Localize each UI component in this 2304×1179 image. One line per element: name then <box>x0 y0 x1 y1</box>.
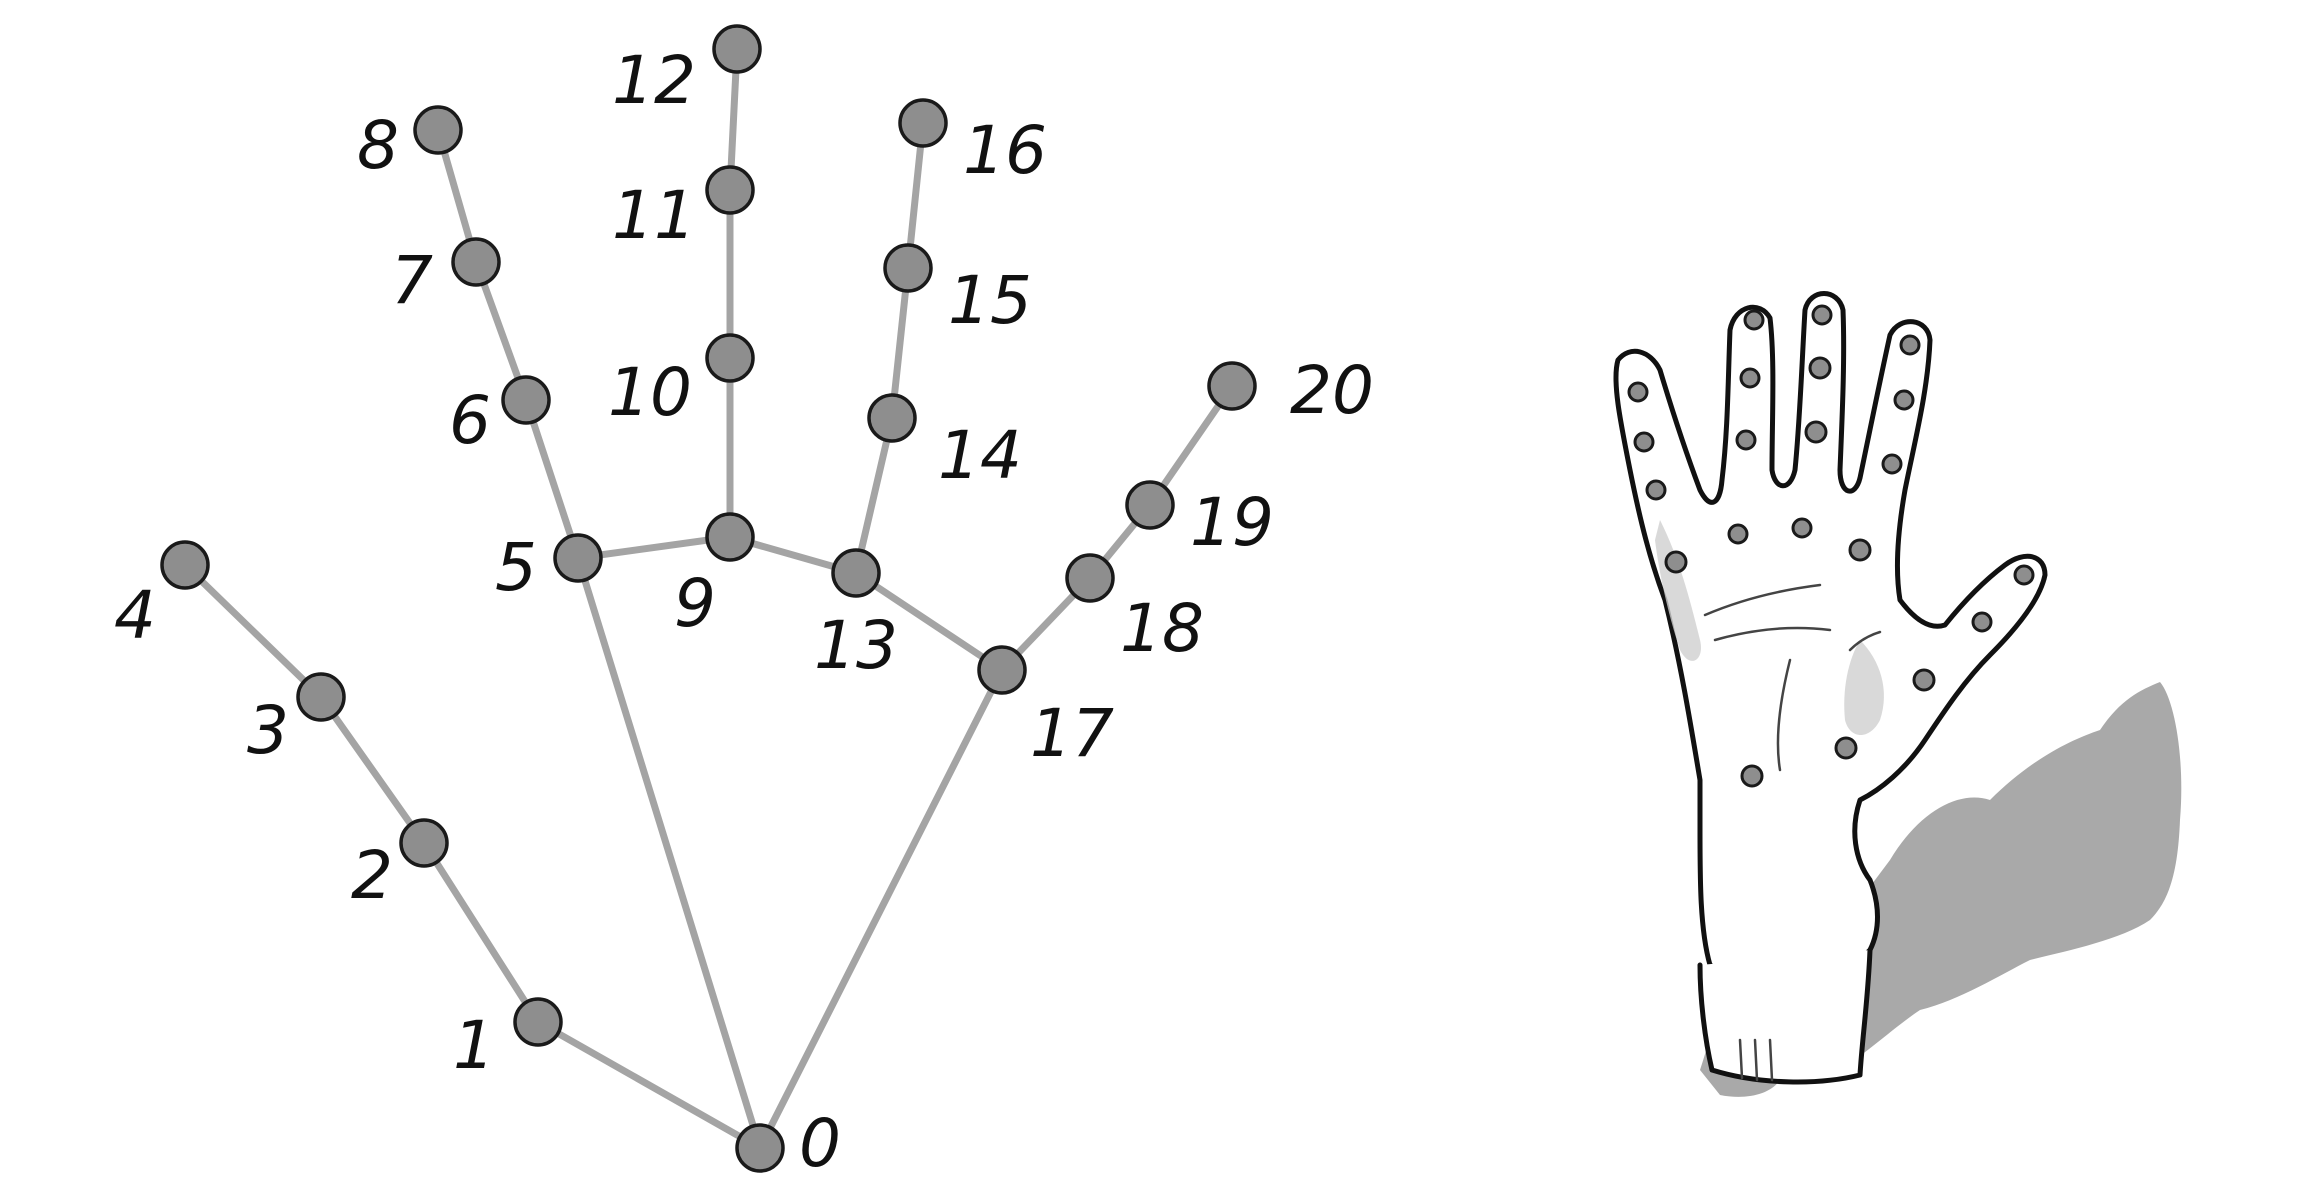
cuff-stitch-3 <box>1768 1038 1774 1082</box>
joint-label-3: 3 <box>247 692 289 769</box>
joint-label-14: 14 <box>938 417 1022 494</box>
sketch-dot <box>1848 538 1872 562</box>
joint-14 <box>867 393 917 443</box>
joint-label-1: 1 <box>453 1007 495 1084</box>
joint-17 <box>977 645 1027 695</box>
joint-16 <box>898 98 948 148</box>
bone-0-5 <box>574 554 764 1152</box>
sketch-dot <box>1727 523 1749 545</box>
sketch-dot <box>1834 736 1858 760</box>
sketch-dot <box>1740 764 1764 788</box>
joint-7 <box>451 237 501 287</box>
cuff-stitch-1 <box>1738 1038 1744 1080</box>
bone-14-15 <box>888 264 912 422</box>
joint-1 <box>513 997 563 1047</box>
joint-label-10: 10 <box>608 354 692 431</box>
joint-label-0: 0 <box>799 1105 841 1179</box>
joint-2 <box>399 818 449 868</box>
sketch-dot <box>1893 389 1915 411</box>
joint-0 <box>735 1123 785 1173</box>
hand-outline <box>1613 291 2048 982</box>
joint-3 <box>296 672 346 722</box>
sketch-dot <box>1739 367 1761 389</box>
joint-label-13: 13 <box>814 607 898 684</box>
sketch-dot <box>1627 381 1649 403</box>
joint-label-12: 12 <box>612 42 696 119</box>
joint-label-8: 8 <box>357 107 399 184</box>
bone-5-6 <box>522 396 582 562</box>
joint-10 <box>705 333 755 383</box>
joint-label-19: 19 <box>1190 484 1274 561</box>
bone-3-4 <box>181 561 325 701</box>
sketch-dot <box>1912 668 1936 692</box>
sleeve-cuff <box>1697 947 1873 1085</box>
landmark-joints <box>160 24 1257 1173</box>
sketch-dot <box>1971 611 1993 633</box>
sketch-dot <box>2013 564 2035 586</box>
joint-20 <box>1207 361 1257 411</box>
joint-12 <box>712 24 762 74</box>
joint-label-5: 5 <box>495 529 537 606</box>
palm-crease-2 <box>1713 626 1832 642</box>
joint-label-9: 9 <box>674 565 716 642</box>
palm-crease-4 <box>1848 630 1882 652</box>
bone-0-1 <box>534 1018 764 1152</box>
joint-label-2: 2 <box>351 837 393 914</box>
joint-8 <box>413 105 463 155</box>
joint-label-6: 6 <box>449 382 491 459</box>
bone-2-3 <box>317 693 428 847</box>
bone-5-9 <box>574 533 734 562</box>
joint-13 <box>831 548 881 598</box>
joint-label-11: 11 <box>612 177 696 254</box>
joint-18 <box>1065 553 1115 603</box>
hand-sketch-dots <box>1627 304 2035 788</box>
joint-label-20: 20 <box>1290 352 1374 429</box>
joint-label-4: 4 <box>114 577 156 654</box>
sketch-dot <box>1645 479 1667 501</box>
bone-13-17 <box>852 569 1006 674</box>
joint-15 <box>883 243 933 293</box>
sketch-dot <box>1743 309 1765 331</box>
sketch-dot <box>1811 304 1833 326</box>
joint-6 <box>501 375 551 425</box>
joint-5 <box>553 533 603 583</box>
joint-label-18: 18 <box>1120 590 1204 667</box>
joint-11 <box>705 165 755 215</box>
hand-illustration <box>1613 291 2182 1097</box>
sketch-dot <box>1735 429 1757 451</box>
palm-shading-right <box>1844 640 1884 735</box>
palm-shading <box>1655 520 1701 661</box>
palm-crease-3 <box>1776 658 1792 772</box>
joint-19 <box>1125 480 1175 530</box>
palm-crease-1 <box>1703 583 1822 617</box>
joint-label-17: 17 <box>1030 695 1114 772</box>
bone-0-17 <box>756 666 1006 1152</box>
sketch-dot <box>1633 431 1655 453</box>
joint-4 <box>160 540 210 590</box>
joint-9 <box>705 512 755 562</box>
sketch-dot <box>1808 356 1832 380</box>
sketch-dot <box>1804 420 1828 444</box>
sketch-dot <box>1899 334 1921 356</box>
cuff-stitch-2 <box>1753 1038 1759 1082</box>
joint-label-15: 15 <box>948 262 1032 339</box>
bone-1-2 <box>420 839 542 1026</box>
sketch-dot <box>1664 550 1688 574</box>
joint-label-16: 16 <box>963 112 1047 189</box>
sketch-dot <box>1881 453 1903 475</box>
sketch-dot <box>1791 517 1813 539</box>
bone-13-14 <box>852 414 896 577</box>
joint-label-7: 7 <box>391 242 433 319</box>
